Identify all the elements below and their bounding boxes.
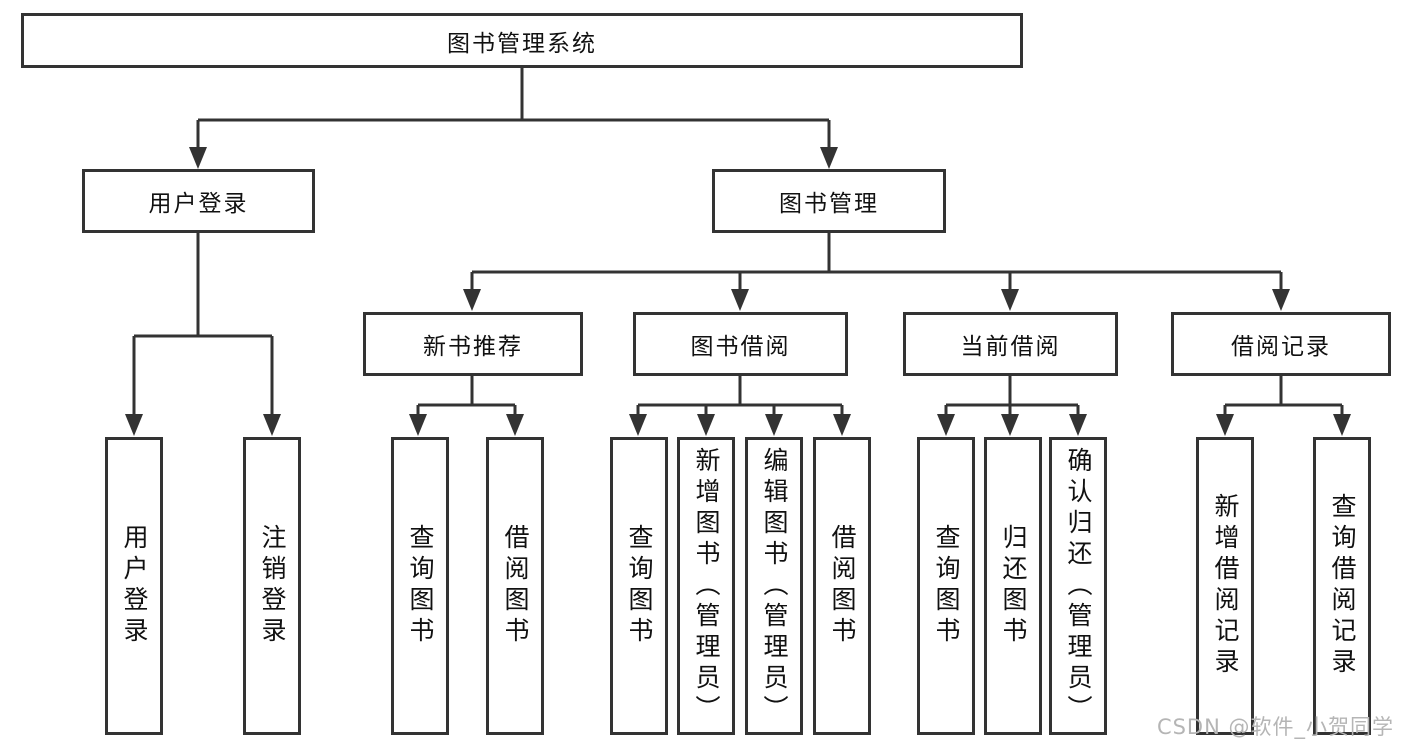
arrow-down-icon: [1272, 289, 1290, 311]
arrow-down-icon: [409, 414, 427, 436]
arrow-down-icon: [731, 289, 749, 311]
arrow-down-icon: [629, 414, 647, 436]
leaf-query-borrow-record: 查询借阅记录: [1313, 437, 1371, 735]
arrow-down-icon: [506, 414, 524, 436]
leaf-edit-book-admin: 编辑图书（管理员）: [745, 437, 803, 735]
leaf-add-book-admin: 新增图书（管理员）: [677, 437, 735, 735]
node-new-book-recommendation: 新书推荐: [363, 312, 583, 376]
node-current-borrowing: 当前借阅: [903, 312, 1118, 376]
arrow-down-icon: [937, 414, 955, 436]
leaf-return-book: 归还图书: [984, 437, 1042, 735]
arrow-down-icon: [1069, 414, 1087, 436]
arrow-down-icon: [1001, 289, 1019, 311]
arrow-down-icon: [263, 414, 281, 436]
connector-lines: [132, 68, 1344, 416]
arrow-down-icon: [1216, 414, 1234, 436]
arrow-down-icon: [697, 414, 715, 436]
arrow-down-icon: [1001, 414, 1019, 436]
arrow-down-icon: [1333, 414, 1351, 436]
arrow-down-icon: [463, 289, 481, 311]
arrow-down-icon: [189, 147, 207, 169]
arrow-down-icon: [833, 414, 851, 436]
arrow-down-icon: [820, 147, 838, 169]
node-borrowing-records: 借阅记录: [1171, 312, 1391, 376]
leaf-add-borrow-record: 新增借阅记录: [1196, 437, 1254, 735]
watermark: CSDN @软件_小贺同学: [1156, 715, 1394, 739]
leaf-user-login: 用户登录: [105, 437, 163, 735]
leaf-logout: 注销登录: [243, 437, 301, 735]
leaf-borrow-books-recommend: 借阅图书: [486, 437, 544, 735]
leaf-borrow-books-borrow: 借阅图书: [813, 437, 871, 735]
node-book-management: 图书管理: [712, 169, 946, 233]
leaf-query-books-current: 查询图书: [917, 437, 975, 735]
leaf-query-books-borrow: 查询图书: [610, 437, 668, 735]
node-book-borrowing: 图书借阅: [633, 312, 848, 376]
leaf-confirm-return-admin: 确认归还（管理员）: [1049, 437, 1107, 735]
arrow-down-icon: [765, 414, 783, 436]
arrow-heads: [125, 147, 1351, 436]
leaf-query-books-recommend: 查询图书: [391, 437, 449, 735]
arrow-down-icon: [125, 414, 143, 436]
node-library-system: 图书管理系统: [21, 13, 1023, 68]
node-user-login: 用户登录: [82, 169, 315, 233]
